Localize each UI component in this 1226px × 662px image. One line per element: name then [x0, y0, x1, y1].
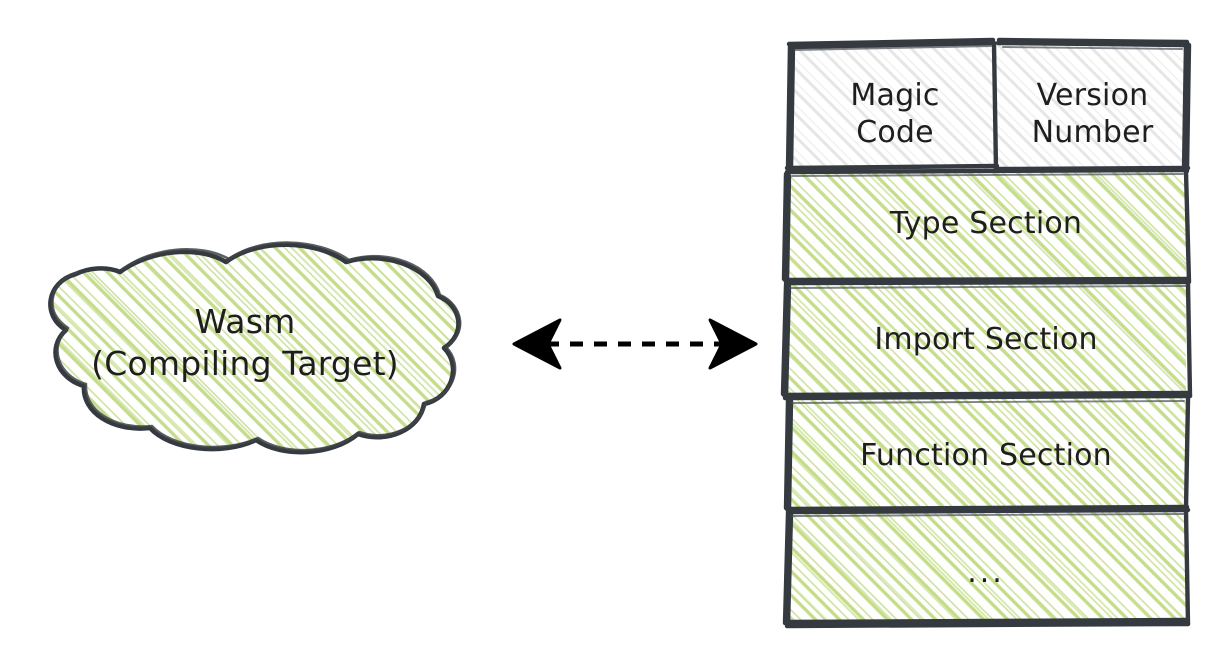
module-stack [780, 37, 1193, 629]
wasm-cloud-shape [48, 241, 462, 455]
bidirectional-arrow [512, 318, 758, 370]
